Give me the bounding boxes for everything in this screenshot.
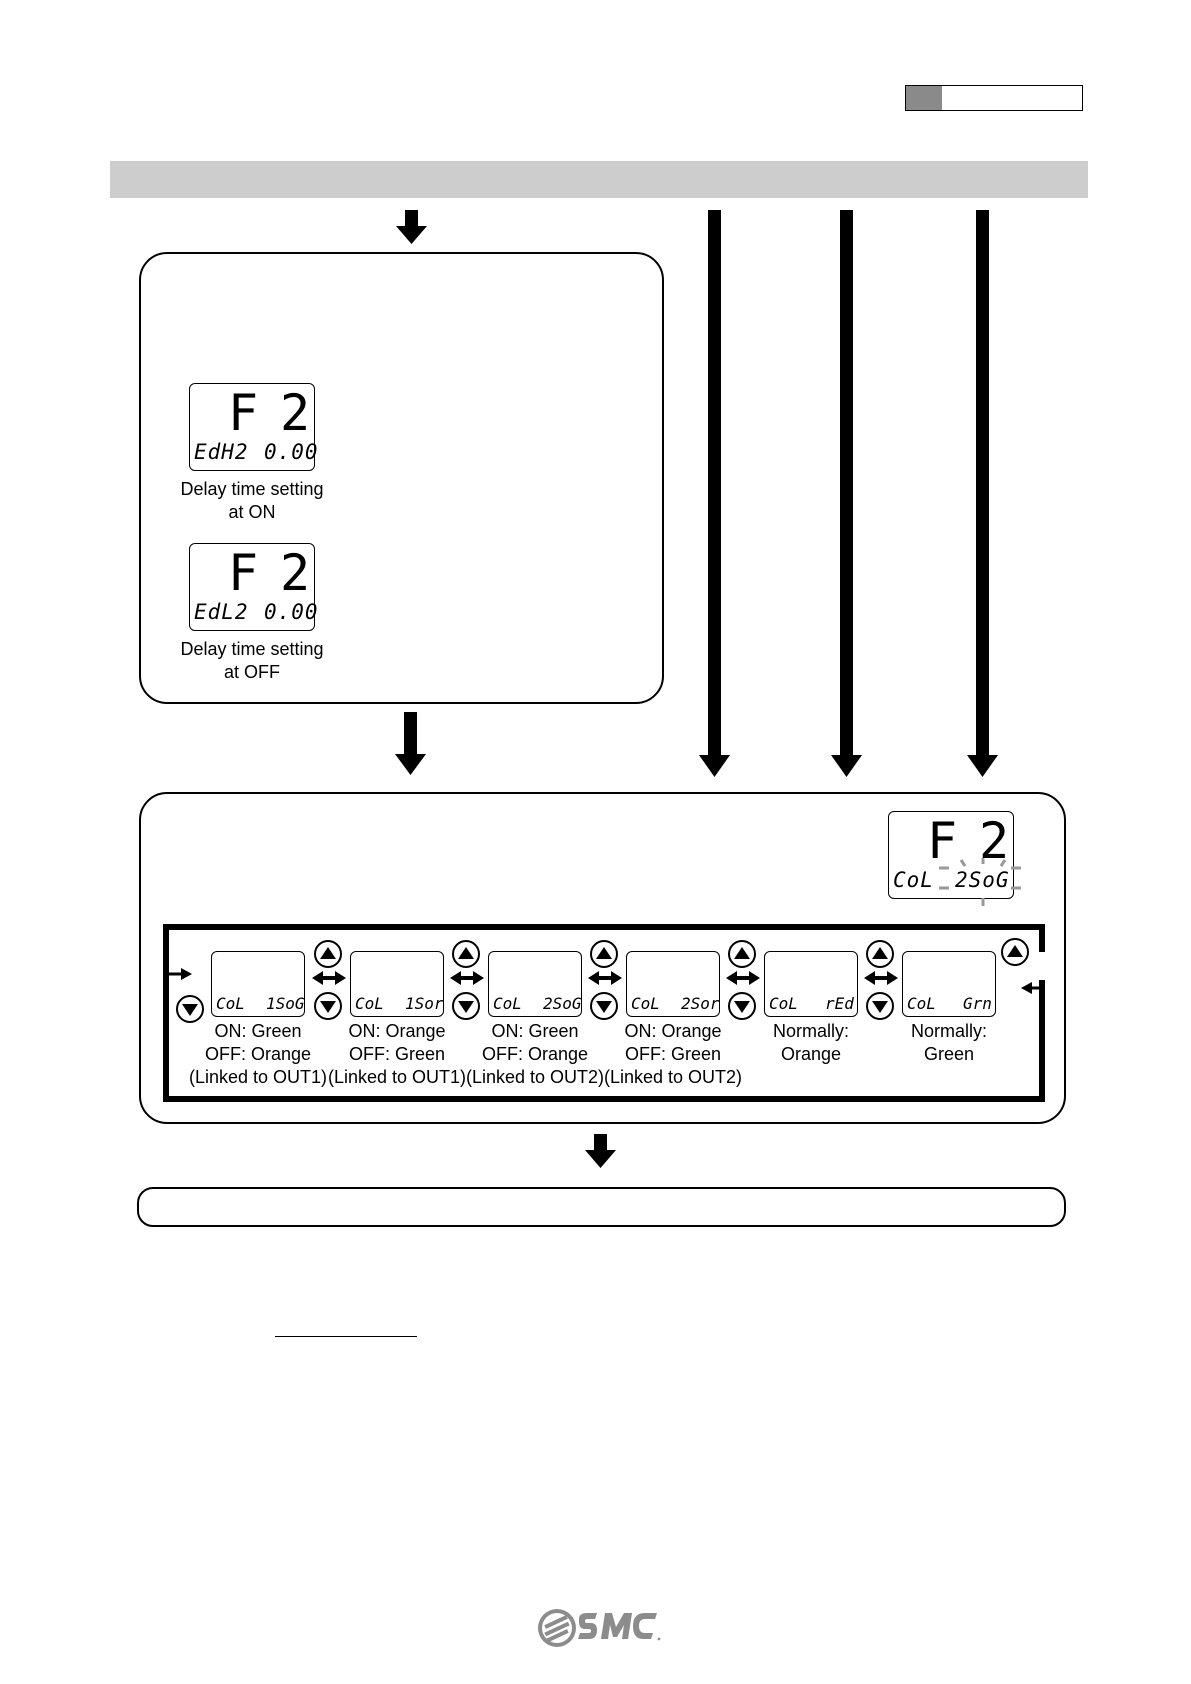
lcd-main-left: F	[228, 544, 259, 602]
button-group-4	[726, 940, 760, 1022]
down-button-icon	[590, 992, 618, 1020]
smc-logo-icon	[537, 1609, 661, 1647]
underline-rule	[275, 1336, 417, 1337]
option-display-2SoG: CoL 2SoG	[488, 951, 582, 1017]
option-display-Grn: CoL Grn	[902, 951, 996, 1017]
double-arrow-icon	[312, 971, 346, 985]
caption-delay-off: Delay time setting at OFF	[180, 639, 324, 682]
down-button-icon	[452, 992, 480, 1020]
lcd-sub-left: EdL2	[194, 600, 249, 624]
lcd-main-right: 2	[979, 812, 1010, 870]
option-caption-4: ON: Orange OFF: Green (Linked to OUT2)	[603, 1021, 743, 1087]
up-button-icon	[590, 940, 618, 968]
down-arrow-icon	[967, 210, 998, 777]
down-arrow-icon	[395, 712, 426, 775]
caption-delay-on: Delay time setting at ON	[180, 479, 324, 522]
option-display-1Sor: CoL 1Sor	[350, 951, 444, 1017]
double-arrow-icon	[588, 971, 622, 985]
option-display-rEd: CoL rEd	[764, 951, 858, 1017]
lcd-sub-right-blinking: 2SoG	[955, 868, 1010, 892]
option-display-2Sor: CoL 2Sor	[626, 951, 720, 1017]
down-arrow-icon	[831, 210, 862, 777]
option-caption-3: ON: Green OFF: Orange (Linked to OUT2)	[465, 1021, 605, 1087]
button-group-1	[312, 940, 346, 1022]
down-button-icon	[314, 992, 342, 1020]
button-group-3	[588, 940, 622, 1022]
option-caption-2: ON: Orange OFF: Green (Linked to OUT1)	[327, 1021, 467, 1087]
down-arrow-icon	[699, 210, 730, 777]
lcd-main-left: F	[927, 812, 958, 870]
down-arrow-icon	[396, 210, 427, 244]
option-caption-1: ON: Green OFF: Orange (Linked to OUT1)	[188, 1021, 328, 1087]
up-button-icon	[1001, 938, 1029, 966]
down-button-icon	[866, 992, 894, 1020]
lcd-main-left: F	[228, 384, 259, 442]
down-arrow-icon	[585, 1134, 616, 1168]
lcd-sub-right: 0.00	[264, 440, 319, 464]
down-button-icon	[176, 995, 204, 1023]
down-button-icon	[728, 992, 756, 1020]
double-arrow-icon	[864, 971, 898, 985]
button-group-5	[864, 940, 898, 1022]
double-arrow-icon	[450, 971, 484, 985]
option-caption-6: Normally: Green	[910, 1021, 987, 1064]
lcd-sub-left: EdH2	[194, 440, 249, 464]
lcd-sub-right: 0.00	[264, 600, 319, 624]
up-button-icon	[314, 940, 342, 968]
blink-indicator-icon	[939, 858, 1021, 906]
lcd-display-color: F 2 CoL 2SoG	[888, 811, 1014, 899]
lcd-main-right: 2	[280, 384, 311, 442]
lcd-sub-left: CoL	[893, 868, 934, 892]
up-button-icon	[728, 940, 756, 968]
up-button-icon	[452, 940, 480, 968]
option-caption-5: Normally: Orange	[772, 1021, 849, 1064]
lcd-display-delay-on: F 2 EdH2 0.00	[189, 383, 318, 471]
page-tab	[905, 85, 1083, 111]
up-button-icon	[866, 940, 894, 968]
double-arrow-icon	[726, 971, 760, 985]
option-display-1SoG: CoL 1SoG	[211, 951, 305, 1017]
lcd-display-delay-off: F 2 EdL2 0.00	[189, 543, 318, 631]
section-title-bar	[110, 161, 1088, 198]
button-group-2	[450, 940, 484, 1022]
page-tab-marker	[906, 86, 942, 110]
lcd-main-right: 2	[280, 544, 311, 602]
next-step-bar	[137, 1187, 1066, 1227]
